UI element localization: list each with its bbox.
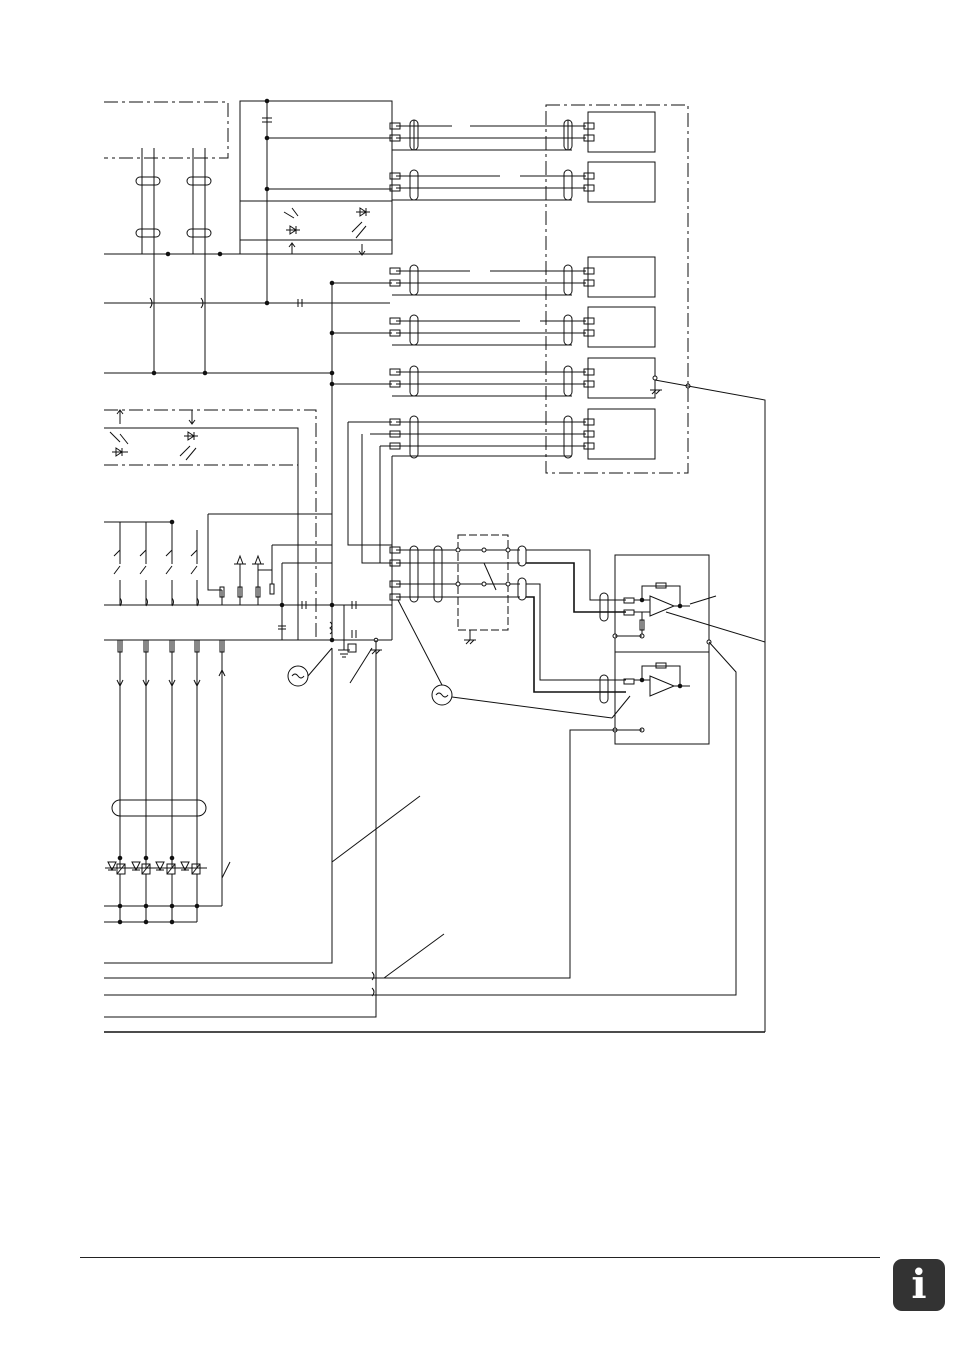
relay-bank [104, 799, 231, 925]
info-icon: i [893, 1259, 945, 1311]
middle-opto-block [104, 409, 317, 640]
power-supply-block [239, 98, 393, 307]
top-left-connector-block [104, 101, 390, 376]
signal-bus-lines [329, 280, 393, 640]
footer-divider [80, 1257, 880, 1258]
output-transistor-bank [104, 513, 392, 868]
sensor-cable-and-filter [389, 534, 527, 645]
leader-lines [104, 795, 765, 1033]
encoder-connector-enclosure [545, 104, 766, 1032]
shielded-cable-bundles [370, 119, 595, 459]
ground-and-sources [104, 599, 613, 1018]
amplifier-block [104, 549, 766, 996]
info-glyph: i [911, 1261, 927, 1308]
